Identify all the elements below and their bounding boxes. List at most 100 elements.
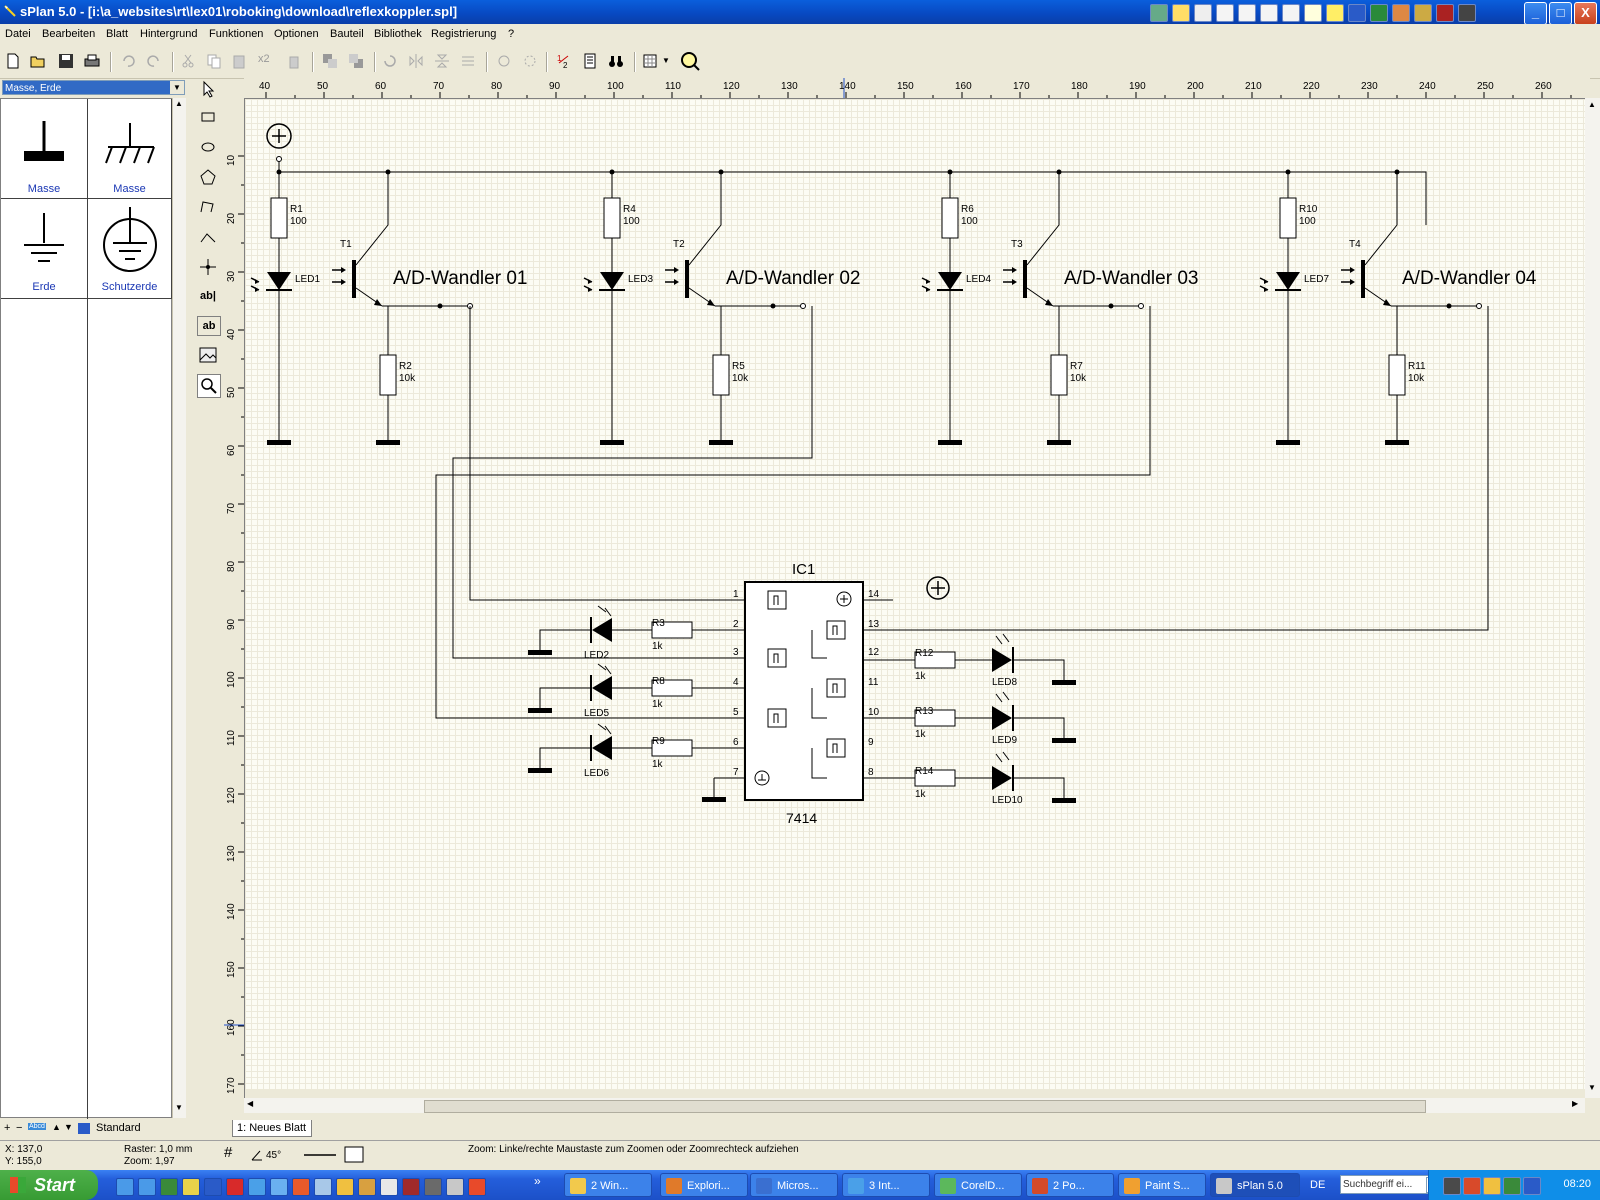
phototransistor[interactable]: T2: [665, 239, 716, 307]
ql-icon-8[interactable]: [1304, 4, 1322, 22]
ground-symbol[interactable]: [376, 440, 400, 445]
align-icon[interactable]: [460, 53, 476, 69]
print-icon[interactable]: [84, 53, 100, 69]
library-item-schutzerde[interactable]: Schutzerde: [88, 199, 172, 299]
taskbar-item[interactable]: Paint S...: [1118, 1173, 1206, 1197]
remove-icon[interactable]: −: [16, 1122, 23, 1134]
grid-options-icon[interactable]: [642, 53, 658, 69]
ql-icon-3[interactable]: [1194, 4, 1212, 22]
horizontal-scrollbar[interactable]: ◀ ▶: [244, 1098, 1585, 1113]
scroll-left-icon[interactable]: ◀: [247, 1099, 254, 1108]
move-down-icon[interactable]: ▼: [64, 1122, 73, 1132]
scroll-thumb[interactable]: [424, 1100, 1426, 1113]
ql-app9-icon[interactable]: [292, 1178, 310, 1196]
redo-icon[interactable]: [146, 53, 162, 69]
polygon-icon[interactable]: [197, 166, 219, 188]
text-badge[interactable]: Abcd: [28, 1123, 46, 1130]
word-icon[interactable]: [1348, 4, 1366, 22]
vertical-scrollbar[interactable]: ▲ ▼: [1585, 98, 1600, 1098]
menu-bauteil[interactable]: Bauteil: [330, 28, 364, 40]
ql-icon-9[interactable]: [1326, 4, 1344, 22]
library-item-erde[interactable]: Erde: [1, 199, 88, 299]
grid-toggle-icon[interactable]: #: [224, 1144, 233, 1161]
library-scrollbar[interactable]: ▲ ▼: [172, 98, 186, 1118]
ql-icon-15[interactable]: [1458, 4, 1476, 22]
ql-app7-icon[interactable]: [248, 1178, 266, 1196]
line-icon[interactable]: [197, 226, 219, 248]
undo-icon[interactable]: [120, 53, 136, 69]
ql-app8-icon[interactable]: [270, 1178, 288, 1196]
library-item-masse[interactable]: Masse: [1, 99, 88, 199]
taskbar-item[interactable]: Micros...: [750, 1173, 838, 1197]
tray-icon-4[interactable]: [1503, 1177, 1521, 1195]
paste-icon[interactable]: [232, 53, 248, 69]
minimize-button[interactable]: _: [1524, 2, 1547, 25]
close-button[interactable]: X: [1574, 2, 1597, 25]
ground-symbol[interactable]: [267, 440, 291, 445]
ellipse-icon[interactable]: [197, 136, 219, 158]
menu-datei[interactable]: Datei: [5, 28, 31, 40]
image-icon[interactable]: [197, 344, 219, 366]
ql-icon-6[interactable]: [1260, 4, 1278, 22]
status-angle[interactable]: 45°: [266, 1150, 282, 1161]
ground-symbol[interactable]: [1047, 440, 1071, 445]
zoom-icon[interactable]: [197, 374, 221, 398]
ql-app12-icon[interactable]: [358, 1178, 376, 1196]
tray-icon-2[interactable]: [1463, 1177, 1481, 1195]
supply-symbol[interactable]: [926, 576, 950, 600]
chevron-down-icon[interactable]: ▼: [170, 81, 184, 94]
phototransistor[interactable]: T3: [1003, 239, 1054, 307]
phototransistor[interactable]: T1: [332, 239, 383, 307]
ql-ie2-icon[interactable]: [138, 1178, 156, 1196]
chevron-more-icon[interactable]: »: [534, 1174, 541, 1188]
ql-ie-icon[interactable]: [116, 1178, 134, 1196]
menu-blatt[interactable]: Blatt: [106, 28, 129, 40]
save-icon[interactable]: [58, 53, 74, 69]
group-icon[interactable]: [496, 53, 512, 69]
ql-app15-icon[interactable]: [424, 1178, 442, 1196]
library-item-masse-chassis[interactable]: Masse: [88, 99, 172, 199]
ql-app11-icon[interactable]: [336, 1178, 354, 1196]
sheet-tab[interactable]: 1: Neues Blatt: [232, 1120, 312, 1137]
ql-app3-icon[interactable]: [160, 1178, 178, 1196]
bezier-icon[interactable]: [197, 196, 219, 218]
ql-icon-14[interactable]: [1436, 4, 1454, 22]
menu-help[interactable]: ?: [508, 28, 515, 40]
ql-icon-4[interactable]: [1216, 4, 1234, 22]
text-tool[interactable]: ab|: [200, 290, 216, 302]
scroll-down-icon[interactable]: ▼: [1588, 1083, 1596, 1092]
led[interactable]: LED3: [583, 272, 653, 292]
tray-icon-3[interactable]: [1483, 1177, 1501, 1195]
rectangle-icon[interactable]: [197, 106, 219, 128]
scroll-right-icon[interactable]: ▶: [1572, 1099, 1579, 1108]
taskbar-item[interactable]: 3 Int...: [842, 1173, 930, 1197]
parts-list-icon[interactable]: [582, 53, 598, 69]
ql-icon-12[interactable]: [1392, 4, 1410, 22]
scroll-down-icon[interactable]: ▼: [175, 1103, 183, 1112]
start-button[interactable]: Start: [0, 1170, 98, 1200]
delete-icon[interactable]: [286, 53, 302, 69]
ground-symbol[interactable]: [600, 440, 624, 445]
ground-symbol[interactable]: [709, 440, 733, 445]
ql-app4-icon[interactable]: [182, 1178, 200, 1196]
to-front-icon[interactable]: [322, 53, 338, 69]
tray-icon-1[interactable]: [1443, 1177, 1461, 1195]
ql-icon-7[interactable]: [1282, 4, 1300, 22]
ground-symbol[interactable]: [1276, 440, 1300, 445]
language-indicator[interactable]: DE: [1310, 1179, 1326, 1191]
led[interactable]: LED7: [1259, 272, 1329, 292]
ql-icon-1[interactable]: [1150, 4, 1168, 22]
pointer-icon[interactable]: [197, 78, 219, 100]
menu-hintergrund[interactable]: Hintergrund: [140, 28, 198, 40]
